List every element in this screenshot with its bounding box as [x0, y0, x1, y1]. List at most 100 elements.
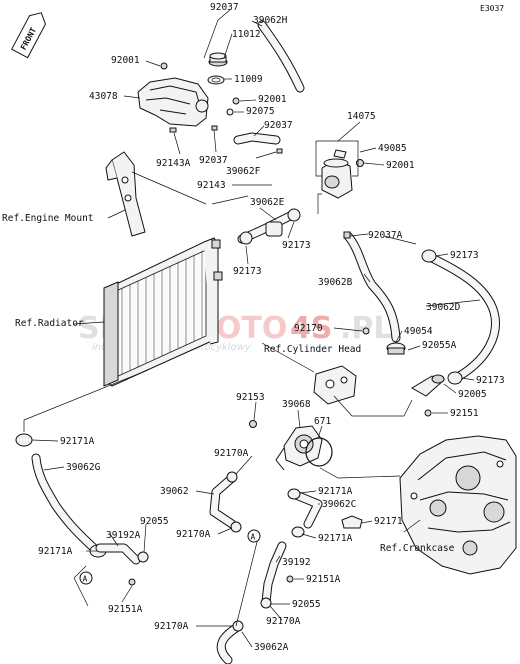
clamp-icon: [226, 471, 238, 483]
ref-engine-mount: Ref.Engine Mount: [2, 213, 94, 224]
bolt-icon: [286, 575, 294, 583]
clamp-92173-cylinder: [265, 221, 283, 237]
pipe-39192A: [95, 543, 141, 565]
pn-92143: 92143: [197, 180, 226, 191]
water-pump: [275, 425, 323, 471]
crankcase: [399, 435, 517, 575]
bolt-icon: [249, 420, 257, 428]
clamp-icon: [15, 433, 33, 447]
pn-92037-top: 92037: [210, 2, 239, 13]
pn-92171: 92171: [374, 516, 403, 527]
pn-671: 671: [314, 416, 331, 427]
pn-92055-b: 92055: [292, 599, 321, 610]
pn-92173-c: 92173: [450, 250, 479, 261]
pn-92055A: 92055A: [422, 340, 457, 351]
pn-14075: 14075: [347, 111, 376, 122]
fitting-49054: [386, 342, 406, 355]
part-number-labels: 92037 39062H 92001 11012 11009 43078 920…: [38, 2, 505, 653]
pn-49054: 49054: [404, 326, 433, 337]
pn-92151: 92151: [450, 408, 479, 419]
bolt-icon: [128, 578, 136, 586]
pn-39068: 39068: [282, 399, 311, 410]
clamp-92171: [341, 515, 363, 529]
pn-92151A-b: 92151A: [108, 604, 143, 615]
hose-39062F: [233, 132, 281, 145]
front-badge: FRONT: [11, 12, 47, 59]
clamp-icon: [232, 620, 244, 632]
bolt-icon: [232, 97, 240, 105]
pn-92037A: 92037A: [368, 230, 403, 241]
radiator: [103, 237, 223, 387]
clamp-icon: [421, 249, 437, 263]
hose-39062B: [343, 231, 401, 343]
pn-39062D: 39062D: [426, 302, 461, 313]
watermark-brand-c: 4S: [290, 311, 332, 346]
ref-crankcase: Ref.Crankcase: [380, 543, 455, 554]
pn-92171A-b: 92171A: [318, 486, 353, 497]
pn-92171A-d: 92171A: [38, 546, 73, 557]
pn-92173-b: 92173: [233, 266, 262, 277]
pn-39192: 39192: [282, 557, 311, 568]
ref-cylinder-head: Ref.Cylinder Head: [264, 344, 361, 355]
cylinder-head-fitting: [313, 365, 357, 405]
bolt-icon: [160, 62, 168, 70]
reservoir-bushing: [195, 99, 209, 113]
pn-92170A-d: 92170A: [154, 621, 189, 632]
clamp-icon: [287, 488, 301, 500]
clip-icon: [276, 148, 283, 154]
pn-39062A: 39062A: [254, 642, 289, 653]
bolt-icon: [362, 327, 370, 335]
pn-92170A-a: 92170A: [214, 448, 249, 459]
pn-92170A-b: 92170A: [176, 529, 211, 540]
callout-a-right: A: [247, 529, 261, 543]
pn-39062H: 39062H: [253, 15, 288, 26]
pn-92005: 92005: [458, 389, 487, 400]
clamp-92173-pair: [239, 208, 301, 245]
o-ring-icon: [260, 597, 272, 609]
pn-92173-a: 92173: [282, 240, 311, 251]
thermostat-housing: [321, 149, 353, 199]
pn-92170A-c: 92170A: [266, 616, 301, 627]
ref-radiator: Ref.Radiator: [15, 318, 84, 329]
pn-92001-a: 92001: [111, 55, 140, 66]
pn-92037-low: 92037: [199, 155, 228, 166]
clamp-icon: [230, 521, 242, 533]
pn-39062G: 39062G: [66, 462, 101, 473]
clip-icon: [343, 231, 351, 239]
o-ring-671: [305, 437, 333, 467]
pn-92055-a: 92055: [140, 516, 169, 527]
bolt-icon: [424, 409, 432, 417]
engine-mount-bracket: [105, 151, 146, 237]
pipe-39192: [261, 541, 287, 607]
clip-icon: [211, 125, 218, 131]
callout-a-right-label: A: [251, 533, 256, 542]
pn-39062E: 39062E: [250, 197, 285, 208]
pn-92170-a: 92170: [294, 323, 323, 334]
water-pipe-92005: [411, 374, 445, 397]
pn-11009: 11009: [234, 74, 263, 85]
diagram-code: E3037: [480, 4, 504, 13]
callout-a-left: A: [73, 565, 93, 607]
hose-39062A: [216, 623, 241, 664]
pn-92143A: 92143A: [156, 158, 191, 169]
pn-49085: 49085: [378, 143, 407, 154]
callout-a-left-label: A: [83, 575, 88, 584]
o-ring-icon: [137, 551, 149, 563]
pn-39062: 39062: [160, 486, 189, 497]
leader-lines: [31, 9, 481, 648]
clamp-icon: [447, 371, 463, 385]
hose-39062: [209, 473, 237, 529]
pn-39062F: 39062F: [226, 166, 261, 177]
pn-39192A: 39192A: [106, 530, 141, 541]
clip-icon: [169, 127, 177, 133]
pn-92153: 92153: [236, 392, 265, 403]
pn-92001-b: 92001: [258, 94, 287, 105]
pn-92173-d: 92173: [476, 375, 505, 386]
reservoir-tank: [137, 77, 209, 127]
washer-icon: [226, 108, 234, 116]
pn-43078: 43078: [89, 91, 118, 102]
pn-92075: 92075: [246, 106, 275, 117]
hose-39062G: [31, 453, 101, 555]
pn-11012: 11012: [232, 29, 261, 40]
